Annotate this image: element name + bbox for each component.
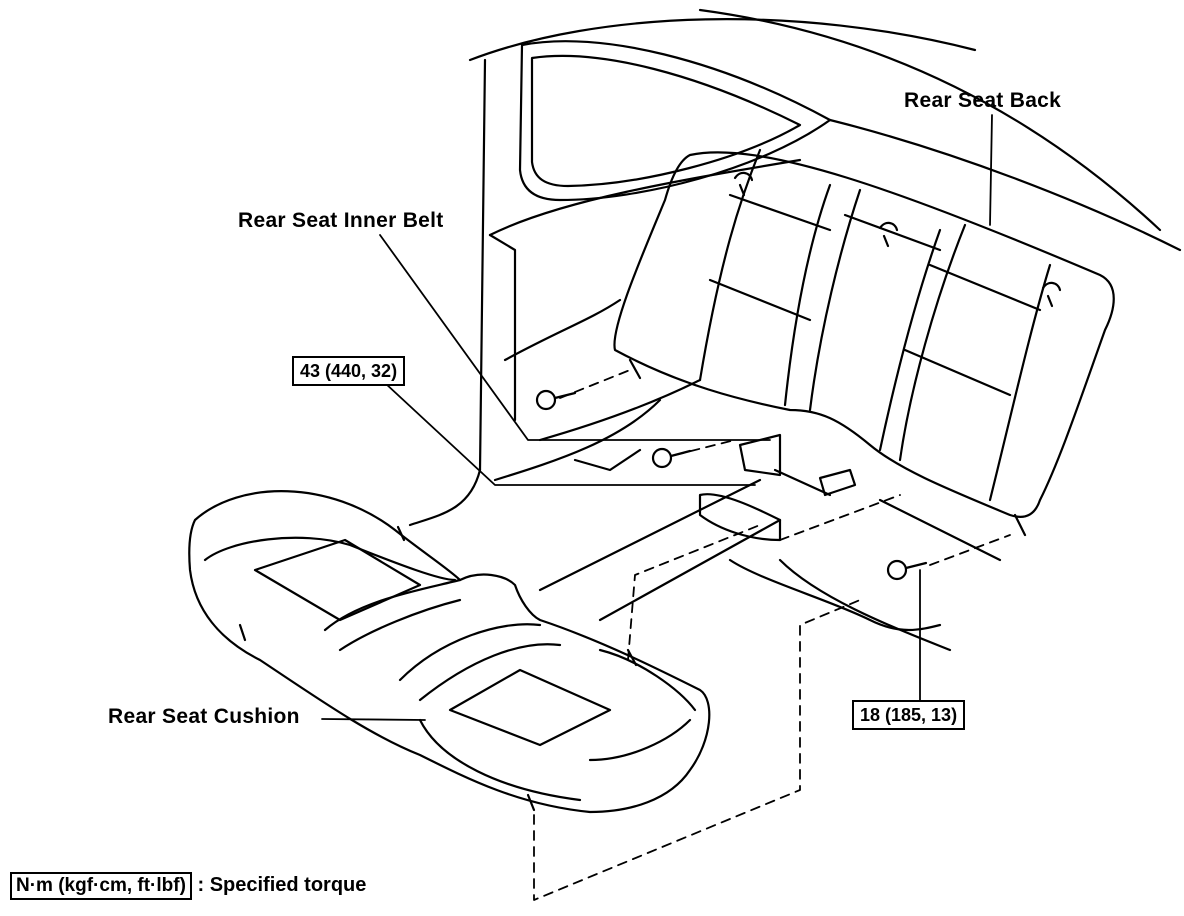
rear-seat-cushion-drawing <box>188 490 711 814</box>
leader-lines <box>321 114 993 721</box>
car-body-outline <box>408 8 1182 527</box>
label-rear-seat-back: Rear Seat Back <box>904 89 1062 112</box>
torque-legend: N·m (kgf·cm, ft·lbf) : Specified torque <box>10 872 366 900</box>
torque-box-belt: 43 (440, 32) <box>292 356 406 386</box>
label-rear-seat-cushion: Rear Seat Cushion <box>108 705 300 728</box>
legend-text: : Specified torque <box>197 874 367 896</box>
torque-box-seat-back: 18 (185, 13) <box>852 700 966 730</box>
inner-belt-buckle <box>738 433 857 497</box>
dashed-guides <box>533 369 1011 901</box>
label-rear-seat-inner-belt: Rear Seat Inner Belt <box>238 209 444 232</box>
rear-seat-back-drawing <box>613 148 1115 537</box>
floor-outline <box>538 448 1002 652</box>
legend-unit-box: N·m (kgf·cm, ft·lbf) <box>10 872 192 900</box>
